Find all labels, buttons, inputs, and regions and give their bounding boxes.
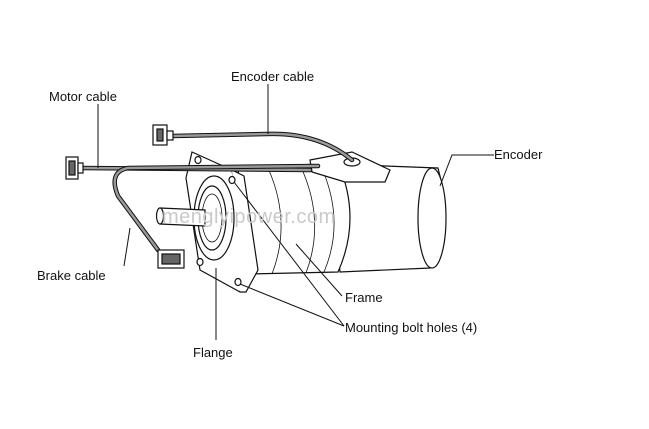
mounting-bolt-holes (194, 155, 242, 287)
label-encoder: Encoder (494, 147, 543, 162)
label-brake-cable: Brake cable (37, 268, 106, 283)
leader-frame (295, 243, 343, 297)
label-motor-cable: Motor cable (49, 89, 117, 104)
connector-block (309, 151, 391, 183)
label-frame: Frame (345, 290, 383, 305)
bolt-hole (196, 257, 204, 267)
encoder-cable-connector (152, 124, 174, 146)
leader-brake-cable (123, 227, 131, 267)
label-encoder-cable: Encoder cable (231, 69, 314, 84)
brake-cable-connector (157, 249, 185, 269)
leader-mounting-bolt-holes-b (239, 283, 345, 327)
watermark: menglyipower.com (162, 206, 336, 228)
leader-lines (97, 84, 494, 340)
leader-mounting-bolt-holes-a (233, 181, 345, 327)
motor-cable-connector (65, 156, 84, 180)
bolt-hole (228, 175, 236, 185)
label-mounting-bolt-holes: Mounting bolt holes (4) (345, 320, 477, 335)
bolt-hole (194, 155, 202, 165)
shaft-end (155, 207, 165, 225)
motor-body (155, 151, 447, 293)
leader-encoder (439, 154, 494, 187)
connectors (65, 124, 185, 269)
label-flange: Flange (193, 345, 233, 360)
bolt-hole (234, 277, 242, 287)
encoder-end-cap (417, 167, 447, 269)
